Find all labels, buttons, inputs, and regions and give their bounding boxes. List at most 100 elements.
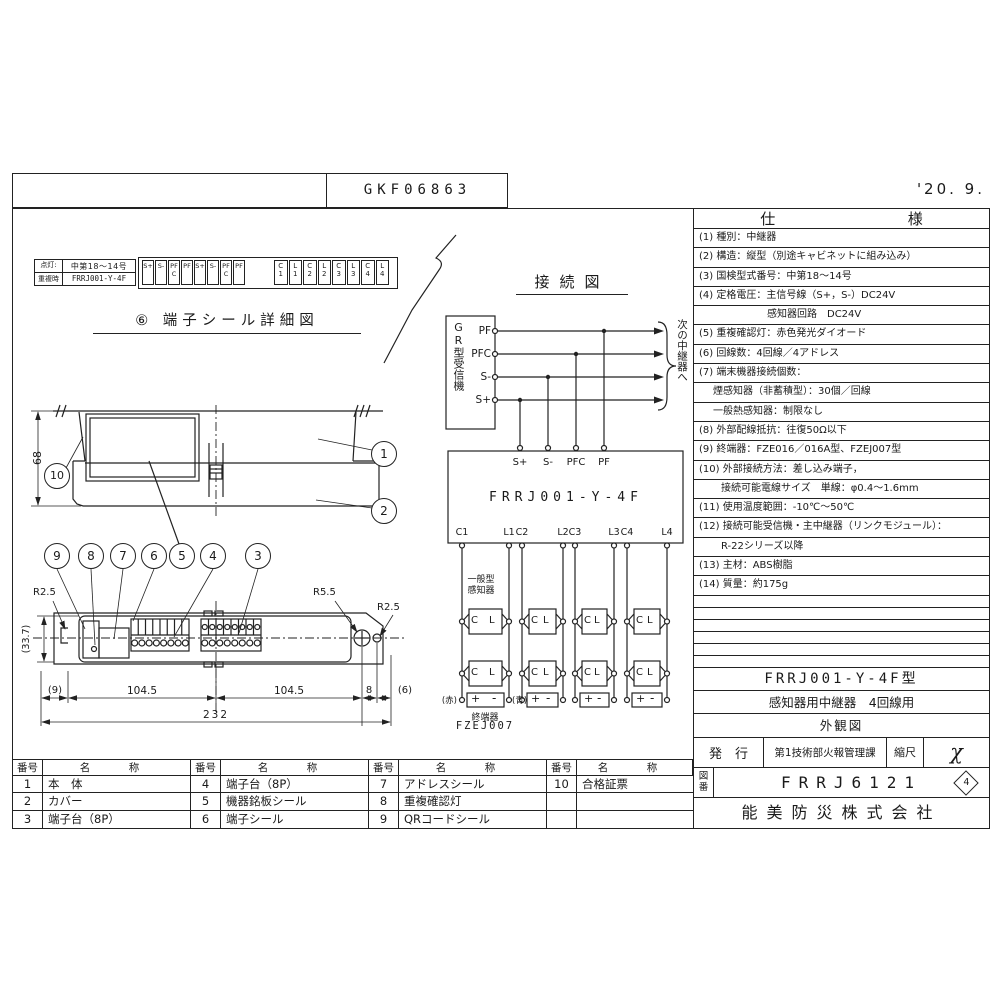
detector-l-label: L	[647, 667, 653, 678]
spec-title-right: 様	[907, 210, 923, 228]
spec-row: 感知器回路 DC24V	[694, 306, 989, 326]
relay-bottom-terminal	[559, 542, 567, 549]
detector-terminal	[458, 670, 466, 677]
drawing-no-value: FRRJ6121	[780, 772, 923, 792]
detector-l-label: L	[594, 667, 600, 678]
spec-row: (3) 国検型式番号：中第18～14号	[694, 268, 989, 287]
spec-row: (7) 端末機器接続個数：	[694, 364, 989, 384]
detector-c-label: C	[636, 615, 643, 626]
seal-terminal-cell: C 1	[274, 260, 288, 285]
detector-terminal	[663, 670, 671, 677]
funnel-line	[576, 623, 583, 630]
parts-row-no: 6	[191, 810, 221, 828]
funnel-line	[659, 675, 666, 682]
funnel-line	[628, 665, 635, 672]
dim-232: 232	[202, 709, 230, 721]
parts-header-name: 名 称	[43, 759, 191, 776]
detector-box	[633, 660, 661, 687]
terminator-terminal	[505, 696, 513, 704]
seal-terminal-cell: S-	[155, 260, 167, 285]
terminal-screw	[201, 639, 209, 647]
dim-104-5-left: 104.5	[126, 685, 158, 697]
seal-info-model: FRRJ001-Y-4F	[71, 274, 127, 283]
title-block-doc-type: 外観図	[694, 714, 989, 738]
funnel-line	[523, 613, 530, 620]
issue-row: 発 行 第1技術部火報管理課 縮尺 χ	[694, 737, 989, 768]
seal-terminal-cell: S-	[207, 260, 219, 285]
parts-row-name: 重複確認灯	[399, 793, 547, 811]
seal-terminal-cell: L 1	[288, 260, 302, 285]
scale-value: χ	[950, 740, 963, 765]
seal-terminal-cell: C 2	[303, 260, 317, 285]
relay-bottom-terminal	[571, 542, 579, 549]
funnel-line	[523, 665, 530, 672]
spec-row: (12) 接続可能受信機・主中継器（リンクモジュール）：	[694, 518, 989, 538]
terminator-minus-label: -	[597, 691, 602, 705]
relay-bottom-terminal	[623, 542, 631, 549]
funnel-line	[628, 613, 635, 620]
receiver-terminal-label: PF	[478, 325, 491, 337]
funnel-line	[463, 665, 470, 672]
seal-detail-title: ⑥ 端子シール詳細図	[93, 309, 361, 334]
funnel-line	[501, 675, 508, 682]
parts-row-no	[547, 793, 577, 811]
relay-bottom-terminal-label: C3	[568, 527, 582, 538]
terminal-screw	[209, 623, 216, 631]
parts-row-name: 機器銘板シール	[221, 793, 369, 811]
terminal-screw	[131, 639, 139, 647]
seal-terminal-cell: S+	[194, 260, 206, 285]
terminator-plus-label: +	[584, 692, 594, 705]
parts-row-no: 7	[369, 776, 399, 794]
detector-l-label: L	[543, 667, 549, 678]
detector-l-label: L	[647, 615, 653, 626]
terminator-terminal	[518, 696, 526, 704]
detector-c-label: C	[471, 615, 478, 626]
detector-box	[528, 608, 557, 635]
funnel-line	[501, 613, 508, 620]
next-relay-label: 次の中継器へ	[676, 319, 688, 382]
parts-row-name	[577, 793, 693, 811]
detector-terminal	[623, 618, 631, 625]
detector-terminal	[663, 618, 671, 625]
funnel-line	[523, 675, 530, 682]
parts-row-name: 合格証票	[577, 776, 693, 794]
funnel-line	[576, 665, 583, 672]
relay-model-label: FRRJ001-Y-4F	[489, 490, 643, 505]
receiver-terminal	[491, 327, 499, 335]
parts-row-no: 10	[547, 776, 577, 794]
detector-c-label: C	[531, 667, 538, 678]
seal-terminal-cell: C 3	[332, 260, 346, 285]
terminator-label: 終端器	[471, 713, 499, 723]
terminal-screw	[231, 623, 238, 631]
funnel-line	[659, 665, 666, 672]
terminal-screw	[216, 639, 224, 647]
parts-row-name: 本 体	[43, 776, 191, 794]
detector-c-label: C	[584, 667, 591, 678]
detector-terminal	[610, 670, 618, 677]
receiver-terminal-label: S-	[480, 371, 491, 383]
doc-number-strip: GKF06863	[12, 173, 508, 208]
parts-row-no: 4	[191, 776, 221, 794]
terminator-terminal	[623, 696, 631, 704]
relay-bottom-terminal-label: L2	[557, 527, 569, 538]
parts-row-name: 端子台（8P）	[221, 776, 369, 794]
dim-height-68: 68	[31, 451, 44, 465]
spec-row: (4) 定格電圧：主信号線（S+，S-）DC24V	[694, 287, 989, 307]
funnel-line	[576, 613, 583, 620]
terminal-screw	[223, 639, 231, 647]
parts-header-no: 番号	[191, 759, 221, 776]
spec-rows: (1) 種別：中継器(2) 構造：縦型（別途キャビネットに組み込み）(3) 国検…	[694, 229, 989, 668]
terminator-box	[526, 692, 559, 708]
parts-row-no: 9	[369, 810, 399, 828]
funnel-line	[576, 675, 583, 682]
spec-row: R-22シリーズ以降	[694, 538, 989, 558]
spec-row: (11) 使用温度範囲：-10℃～50℃	[694, 499, 989, 519]
doc-number: GKF06863	[363, 182, 472, 198]
detector-box	[468, 660, 503, 687]
terminator-terminal	[458, 696, 466, 704]
relay-bottom-terminal	[610, 542, 618, 549]
funnel-line	[606, 613, 613, 620]
terminal-screw	[201, 623, 208, 631]
terminator-plus-label: +	[471, 692, 481, 705]
receiver-terminal	[491, 396, 499, 404]
